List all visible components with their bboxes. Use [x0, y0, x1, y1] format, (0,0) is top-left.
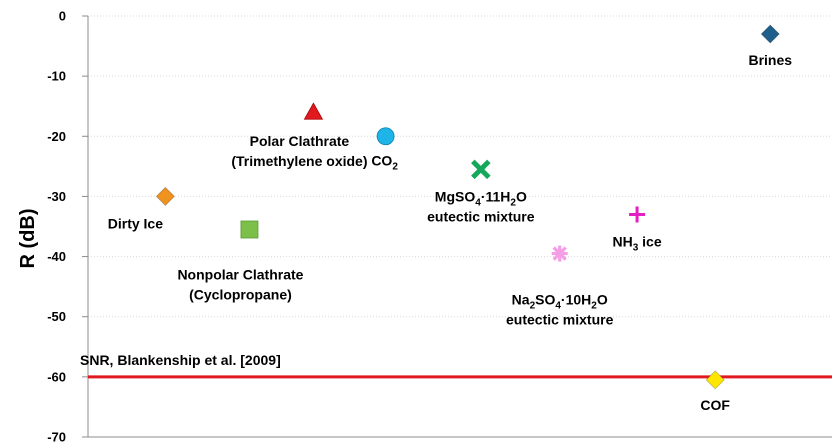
- y-tick-label: -30: [47, 189, 66, 204]
- polar-clathrate-trimethylene-oxide-label-line-2: (Trimethylene oxide): [231, 153, 367, 169]
- brines-marker: [760, 24, 780, 44]
- y-tick-label: -40: [47, 249, 66, 264]
- mgso4-11h2o-eutectic-mixture-label-line-2: eutectic mixture: [427, 208, 535, 224]
- nh3-ice-label-line-1: NH3 ice: [612, 233, 661, 253]
- mgso4-11h2o-eutectic-mixture-marker-stroke-b: [471, 159, 491, 180]
- y-tick-label: -20: [47, 129, 66, 144]
- nonpolar-clathrate-cyclopropane-label-line-1: Nonpolar Clathrate: [177, 267, 303, 283]
- cof-marker: [705, 370, 725, 390]
- y-axis: 0 -10 -20 -30 -40 -50 -60 -70: [47, 9, 832, 442]
- nh3-ice-marker: [629, 206, 646, 223]
- polar-clathrate-trimethylene-oxide-marker: [303, 102, 324, 120]
- y-tick-label: 0: [59, 9, 66, 24]
- y-tick-label: -10: [47, 69, 66, 84]
- mgso4-11h2o-eutectic-mixture-marker: [471, 159, 491, 180]
- brines-label-line-1: Brines: [748, 52, 792, 68]
- na2so4-10h2o-eutectic-mixture-label-line-2: eutectic mixture: [506, 312, 614, 328]
- mgso4-11h2o-eutectic-mixture-label-line-1: MgSO4·11H2O: [435, 188, 527, 208]
- polar-clathrate-trimethylene-oxide-label-line-1: Polar Clathrate: [250, 133, 350, 149]
- nonpolar-clathrate-cyclopropane-marker: [240, 220, 259, 239]
- snr-reference-label: SNR, Blankenship et al. [2009]: [80, 352, 281, 368]
- na2so4-10h2o-eutectic-mixture-marker-stroke-d2: [552, 246, 567, 261]
- co2-marker: [376, 127, 395, 146]
- y-tick-label: -70: [47, 430, 66, 442]
- y-tick-label: -50: [47, 309, 66, 324]
- na2so4-10h2o-eutectic-mixture-label-line-1: Na2SO4·10H2O: [512, 292, 608, 312]
- y-tick-label: -60: [47, 369, 66, 384]
- na2so4-10h2o-eutectic-mixture-marker: [551, 245, 568, 262]
- dirty-ice-label-line-1: Dirty Ice: [108, 215, 163, 231]
- nonpolar-clathrate-cyclopropane-label-line-2: (Cyclopropane): [189, 287, 292, 303]
- co2-label-line-1: CO2: [371, 152, 398, 172]
- y-axis-label: R (dB): [17, 209, 39, 269]
- dirty-ice-marker: [155, 186, 175, 206]
- reference-line-group: SNR, Blankenship et al. [2009]: [80, 352, 832, 379]
- data-points: [155, 24, 780, 390]
- cof-label-line-1: COF: [700, 397, 730, 413]
